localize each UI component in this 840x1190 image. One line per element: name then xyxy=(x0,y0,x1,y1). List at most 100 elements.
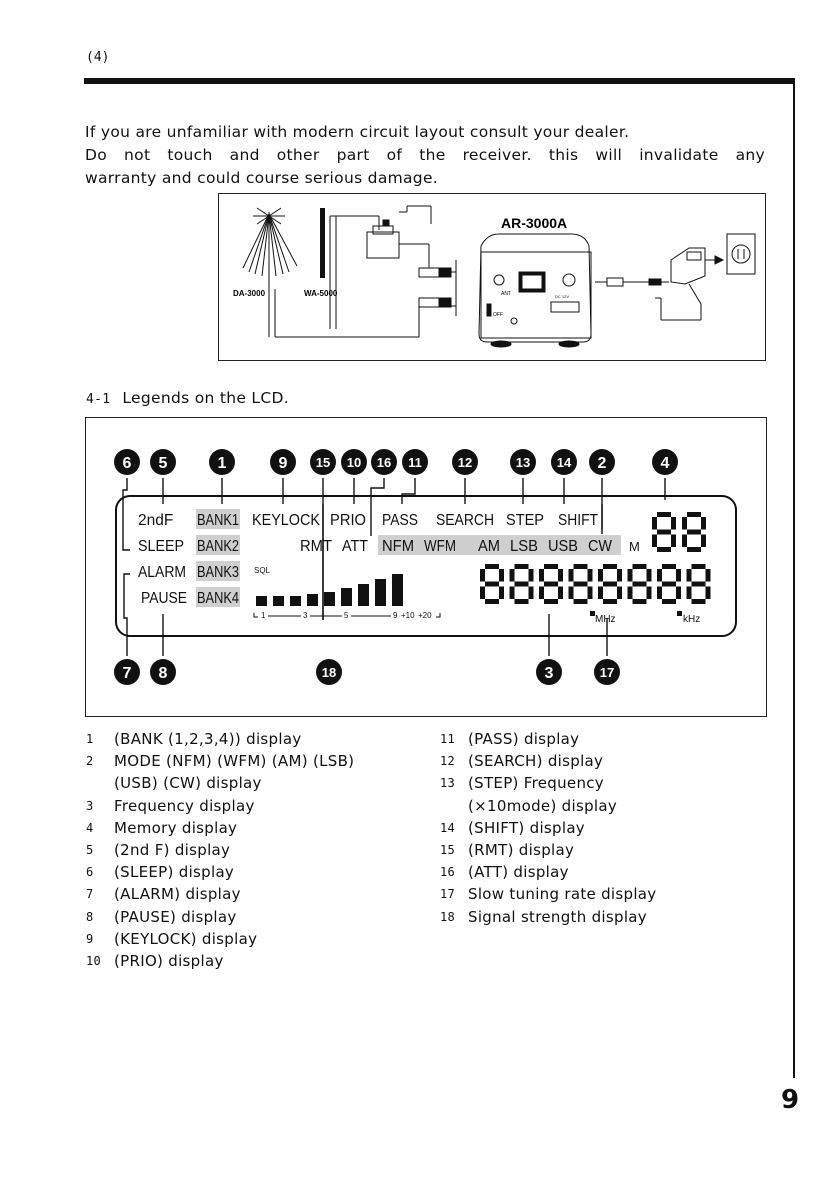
callout-markers: 6 5 1 9 15 10 16 11 12 13 14 2 4 7 8 18 … xyxy=(114,449,678,685)
callout-7: 7 xyxy=(114,659,140,685)
callout-12-label: 12 xyxy=(458,455,472,470)
legend-list-item: 17 Slow tuning rate display xyxy=(440,883,780,905)
connection-diagram: DA-3000 WA-5000 AR xyxy=(218,193,766,361)
callout-13-label: 13 xyxy=(516,455,530,470)
callout-15-label: 15 xyxy=(316,455,330,470)
callout-8: 8 xyxy=(150,659,176,685)
right-margin-rule xyxy=(793,78,795,1078)
unit-labels: MHz kHz xyxy=(590,611,700,625)
seven-segment-digit xyxy=(539,564,563,604)
lcd-row-1: 2ndF BANK1 KEYLOCK PRIO PASS SEARCH STEP… xyxy=(138,512,598,529)
lcd-label-m: M xyxy=(629,539,640,554)
lcd-label-rmt: RMT xyxy=(300,538,333,555)
coax-connectors-icon xyxy=(418,260,457,316)
callout-8-label: 8 xyxy=(159,665,168,682)
power-switch-label: OFF xyxy=(493,312,503,318)
legend-item-number: 18 xyxy=(440,909,456,924)
amp-label: WA-5000 xyxy=(304,289,338,298)
intro-line-1: If you are unfamiliar with modern circui… xyxy=(85,123,630,141)
intro-paragraph: If you are unfamiliar with modern circui… xyxy=(85,121,765,190)
legend-item-text: MODE (NFM) (WFM) (AM) (LSB) xyxy=(114,752,355,771)
scale-label-1: 1 xyxy=(261,611,266,620)
page-number: 9 xyxy=(781,1085,800,1115)
callout-11: 11 xyxy=(402,449,428,475)
callout-12: 12 xyxy=(452,449,478,475)
lcd-legend-figure: 6 5 1 9 15 10 16 11 12 13 14 2 4 7 8 18 … xyxy=(85,417,767,717)
scale-label-5: 5 xyxy=(344,611,349,620)
legend-item-text: (SEARCH) display xyxy=(468,752,604,771)
legend-list-item: 9(KEYLOCK) display xyxy=(86,928,426,950)
legend-item-number: 6 xyxy=(86,865,94,880)
memory-digits xyxy=(652,512,706,552)
legend-item-number: 15 xyxy=(440,843,456,858)
intro-line-3: warranty and could course serious damage… xyxy=(85,169,439,187)
seven-segment-digit xyxy=(480,564,504,604)
legend-item-text: Signal strength display xyxy=(468,907,647,926)
lcd-label-wfm: WFM xyxy=(424,538,456,555)
lcd-diagram: 6 5 1 9 15 10 16 11 12 13 14 2 4 7 8 18 … xyxy=(114,449,737,685)
lcd-label-prio: PRIO xyxy=(330,512,366,529)
legend-list-item: 11(PASS) display xyxy=(440,728,780,750)
lcd-label-pass: PASS xyxy=(382,512,418,529)
section-number: (4) xyxy=(86,50,110,65)
khz-indicator-icon xyxy=(677,611,682,616)
legend-item-text: Frequency display xyxy=(114,796,255,815)
lcd-rows-3-4: ALARM BANK3 SQL PAUSE BANK4 xyxy=(138,564,271,607)
legend-item-number: 17 xyxy=(440,887,456,902)
legend-item-number: 8 xyxy=(86,909,94,924)
seven-segment-digit xyxy=(682,512,706,552)
signal-bar xyxy=(256,596,267,606)
legend-item-text: Slow tuning rate display xyxy=(468,885,657,904)
legend-item-text: (PAUSE) display xyxy=(114,907,237,926)
callout-7-label: 7 xyxy=(123,665,132,682)
callout-15: 15 xyxy=(310,449,336,475)
legend-list-item: 15(RMT) display xyxy=(440,839,780,861)
legend-list-item: 1(BANK (1,2,3,4)) display xyxy=(86,728,426,750)
scale-label-9: 9 xyxy=(393,611,398,620)
seven-segment-digit xyxy=(568,564,593,604)
lcd-label-step: STEP xyxy=(506,512,544,529)
signal-bar xyxy=(375,579,386,606)
lcd-label-cw: CW xyxy=(588,538,612,555)
lcd-label-sql: SQL xyxy=(254,566,271,575)
model-title: AR-3000A xyxy=(501,215,567,231)
legend-item-number: 4 xyxy=(86,820,94,835)
lcd-label-bank3: BANK3 xyxy=(197,564,239,581)
callout-14: 14 xyxy=(551,449,577,475)
lcd-label-att: ATT xyxy=(342,538,368,555)
legend-list-item: 18 Signal strength display xyxy=(440,906,780,928)
scale-label-3: 3 xyxy=(303,611,308,620)
seven-segment-digit xyxy=(686,564,711,604)
wall-outlet-icon xyxy=(726,233,756,275)
callout-10-label: 10 xyxy=(347,455,361,470)
lcd-label-khz: kHz xyxy=(683,614,700,625)
callout-4-label: 4 xyxy=(661,455,670,472)
lcd-label-alarm: ALARM xyxy=(138,564,186,581)
lcd-label-shift: SHIFT xyxy=(558,512,598,529)
connection-illustration: DA-3000 WA-5000 AR xyxy=(233,205,756,348)
legend-item-text: (2nd F) display xyxy=(114,841,231,860)
legend-item-text: (SHIFT) display xyxy=(468,818,585,837)
power-adapter-icon xyxy=(595,247,725,321)
callout-17: 17 xyxy=(594,659,620,685)
lcd-label-mhz: MHz xyxy=(595,614,616,625)
legend-item-text: Memory display xyxy=(114,818,238,837)
legend-list-item: 6(SLEEP) display xyxy=(86,861,426,883)
intro-line-2: Do not touch and other part of the recei… xyxy=(85,146,765,164)
signal-bar xyxy=(392,574,403,606)
lcd-label-sleep: SLEEP xyxy=(138,538,184,555)
dc-port-label: DC 12V xyxy=(555,294,569,299)
legend-heading-title: Legends on the LCD. xyxy=(122,389,289,407)
callout-5-label: 5 xyxy=(159,455,168,472)
lcd-label-search: SEARCH xyxy=(436,512,494,529)
seven-segment-digit xyxy=(652,512,676,552)
lcd-label-bank4: BANK4 xyxy=(197,590,239,607)
callout-18-label: 18 xyxy=(322,665,336,680)
seven-segment-digit xyxy=(627,564,652,604)
signal-strength-bars xyxy=(256,574,403,606)
callout-13: 13 xyxy=(510,449,536,475)
lcd-label-usb: USB xyxy=(548,538,578,555)
receiver-icon xyxy=(478,233,592,348)
